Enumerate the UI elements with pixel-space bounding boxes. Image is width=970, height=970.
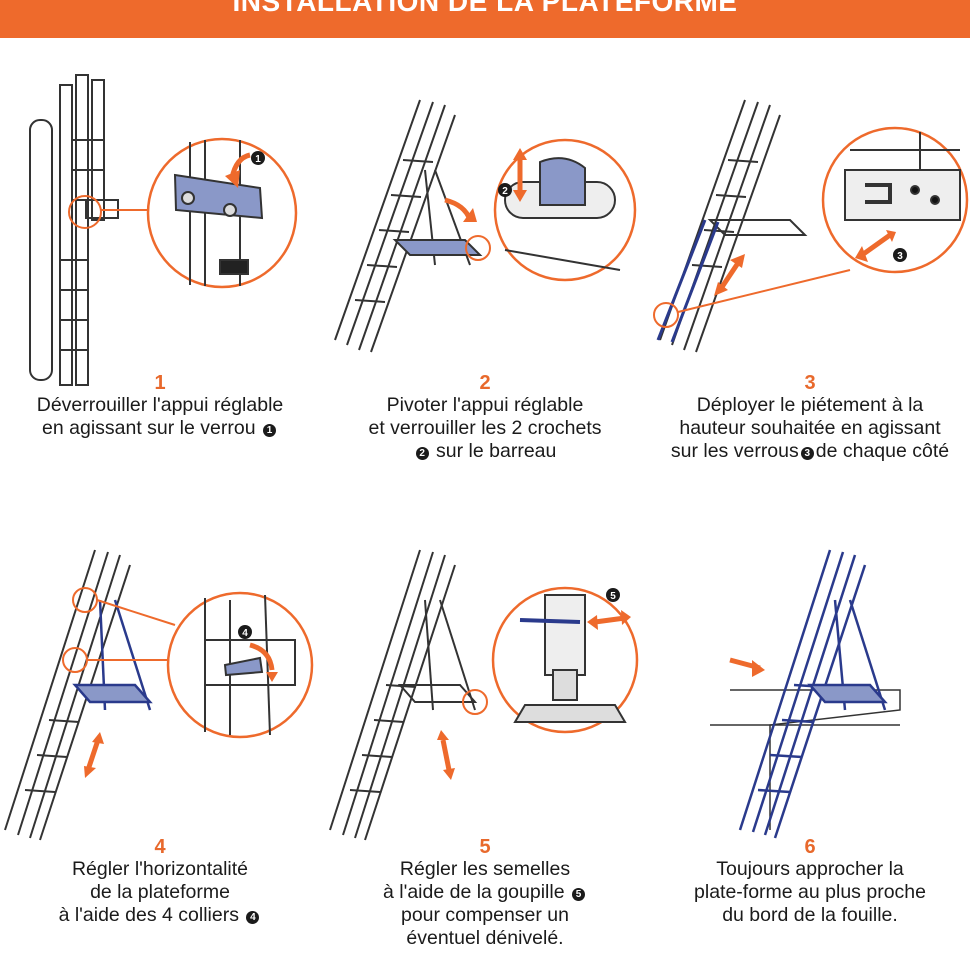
step-text-line: pour compenser un (400, 904, 570, 926)
step-2-caption: 2 Pivoter l'appui réglable et verrouille… (325, 372, 645, 463)
step-1-caption: 1 Déverrouiller l'appui réglable en agis… (0, 372, 320, 440)
step-3-illustration: 3 (653, 99, 969, 353)
step-number: 5 (479, 836, 491, 858)
svg-text:3: 3 (897, 251, 903, 262)
step-2-illustration: 2 (334, 99, 637, 353)
step-6-caption: 6 Toujours approcher la plate-forme au p… (650, 836, 970, 927)
svg-text:1: 1 (255, 154, 261, 165)
step-text-line: Toujours approcher la (716, 858, 904, 880)
step-text-line: éventuel dénivelé. (406, 927, 564, 949)
svg-text:4: 4 (242, 628, 248, 639)
step-text-line: en agissant sur le verrou 1 (0, 417, 320, 440)
step-3-caption: 3 Déployer le piétement à la hauteur sou… (650, 372, 970, 463)
step-text-line: Déverrouiller l'appui réglable (36, 394, 284, 416)
step-1-illustration: 1 (29, 74, 298, 386)
step-5-caption: 5 Régler les semelles à l'aide de la gou… (325, 836, 645, 950)
step-text-line: Régler les semelles (399, 858, 571, 880)
page-title: INSTALLATION DE LA PLATEFORME (232, 0, 738, 17)
step-number: 2 (479, 372, 491, 394)
header-banner: INSTALLATION DE LA PLATEFORME (0, 0, 970, 38)
step-6-illustration (710, 549, 901, 839)
marker-badge: 1 (262, 424, 276, 437)
step-text-line: Régler l'horizontalité (71, 858, 249, 880)
step-text-line: à l'aide des 4 colliers 4 (0, 904, 320, 927)
step-number: 4 (154, 836, 166, 858)
step-text-line: Déployer le piétement à la (696, 394, 924, 416)
svg-text:5: 5 (610, 591, 616, 602)
step-text-line: de la plateforme (90, 881, 230, 903)
step-text-line: hauteur souhaitée en agissant (679, 417, 941, 439)
step-5-illustration: 5 (329, 549, 639, 841)
step-text-line: plate-forme au plus proche (694, 881, 926, 903)
marker-badge: 5 (571, 888, 585, 901)
step-4-illustration: 4 (4, 549, 314, 841)
marker-badge: 3 (800, 447, 814, 460)
step-number: 6 (804, 836, 816, 858)
step-text-line: du bord de la fouille. (722, 904, 898, 926)
step-4-caption: 4 Régler l'horizontalité de la plateform… (0, 836, 320, 927)
step-number: 3 (804, 372, 816, 394)
step-text-line: Pivoter l'appui réglable (386, 394, 584, 416)
step-number: 1 (154, 372, 166, 394)
step-text-line: 2 sur le barreau (325, 440, 645, 463)
step-text-line: à l'aide de la goupille 5 (325, 881, 645, 904)
marker-badge: 2 (415, 447, 429, 460)
marker-badge: 4 (246, 911, 260, 924)
step-text-line: et verrouiller les 2 crochets (368, 417, 602, 439)
svg-text:2: 2 (502, 186, 508, 197)
